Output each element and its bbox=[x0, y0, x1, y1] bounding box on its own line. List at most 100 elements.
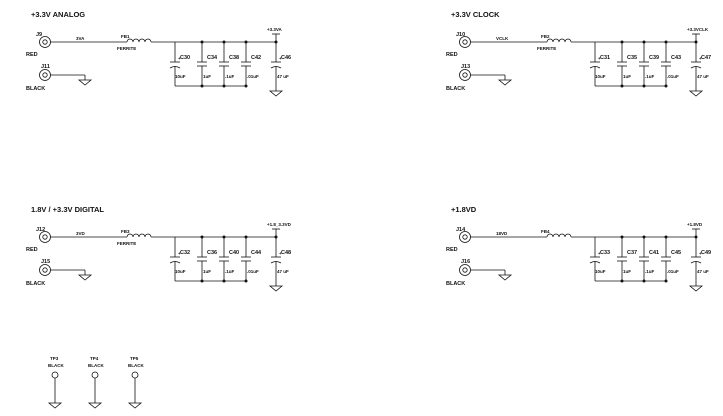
capacitor-value: .1uF bbox=[225, 269, 235, 274]
ground-icon bbox=[77, 75, 93, 86]
net-label: 3VD bbox=[76, 231, 86, 236]
jack-color: BLACK bbox=[446, 86, 465, 92]
junction-dot bbox=[222, 235, 226, 239]
banana-jack-icon bbox=[459, 36, 471, 48]
capacitor-ref: C31 bbox=[600, 55, 610, 61]
capacitor-icon bbox=[639, 42, 649, 86]
junction-dot bbox=[620, 84, 624, 88]
capacitor-C35: C35 1uF bbox=[617, 40, 637, 88]
jack-ref: J9 bbox=[36, 32, 42, 38]
junction-dot bbox=[200, 84, 204, 88]
ferrite-label: FERRITE bbox=[537, 46, 556, 51]
test-point-color: BLACK bbox=[128, 363, 144, 368]
ground-icon bbox=[268, 281, 284, 292]
capacitor-ref: C36 bbox=[207, 250, 217, 256]
ground-triangle bbox=[47, 402, 63, 409]
ferrite-ref: FB2 bbox=[541, 34, 550, 39]
junction-dot bbox=[200, 40, 204, 44]
jack-ref: J13 bbox=[461, 64, 470, 70]
capacitor-icon bbox=[219, 42, 229, 86]
capacitor-C45: C45.01uF bbox=[661, 235, 681, 283]
ground-triangle bbox=[268, 90, 284, 97]
ground-icon bbox=[688, 281, 704, 292]
banana-jack-icon bbox=[39, 231, 51, 243]
test-point-color: BLACK bbox=[48, 363, 64, 368]
ground-icon bbox=[497, 270, 513, 281]
polarized-capacitor-icon bbox=[270, 237, 282, 281]
polarized-capacitor-icon bbox=[690, 42, 702, 86]
cap-plate-curved bbox=[270, 261, 282, 264]
jack-inner-ring bbox=[42, 234, 48, 240]
capacitor-value: .1uF bbox=[645, 269, 655, 274]
capacitor-icon bbox=[241, 237, 251, 281]
capacitor-ref: C38 bbox=[229, 55, 239, 61]
junction-dot bbox=[642, 40, 646, 44]
jack-color: RED bbox=[446, 52, 458, 58]
junction-dot bbox=[620, 279, 624, 283]
capacitor-value: 1uF bbox=[623, 74, 631, 79]
polarity-plus: + bbox=[178, 56, 181, 61]
junction-dot bbox=[664, 40, 668, 44]
ground-triangle bbox=[688, 285, 704, 292]
polarized-capacitor-icon bbox=[270, 42, 282, 86]
ground-triangle bbox=[497, 274, 513, 281]
capacitor-ref: C49 bbox=[701, 250, 711, 256]
capacitor-ref: C43 bbox=[671, 55, 681, 61]
junction-dot bbox=[244, 84, 248, 88]
jack-outer-ring bbox=[459, 69, 471, 81]
banana-jack-icon bbox=[459, 69, 471, 81]
ferrite-label: FERRITE bbox=[117, 46, 136, 51]
capacitor-ref: C46 bbox=[281, 55, 291, 61]
jack-inner-ring bbox=[462, 72, 468, 78]
ground-triangle bbox=[268, 285, 284, 292]
ferrite-coil bbox=[126, 38, 152, 43]
rail-label: +3.3VA bbox=[267, 27, 283, 32]
ferrite-coil bbox=[126, 233, 152, 238]
capacitor-icon bbox=[617, 237, 627, 281]
ground-icon bbox=[77, 270, 93, 281]
junction-dot bbox=[620, 235, 624, 239]
junction-dot bbox=[642, 84, 646, 88]
capacitor-value: 47 uF bbox=[277, 269, 289, 274]
junction-dot bbox=[244, 40, 248, 44]
jack-outer-ring bbox=[39, 69, 51, 81]
cap-plate-curved bbox=[589, 261, 601, 264]
junction-dot bbox=[222, 84, 226, 88]
capacitor-ref: C35 bbox=[627, 55, 637, 61]
ferrite-coil bbox=[546, 38, 572, 43]
junction-dot bbox=[620, 40, 624, 44]
capacitor-C42: C42.01uF bbox=[241, 40, 261, 88]
jack-ref: J10 bbox=[456, 32, 465, 38]
cap-plate-curved bbox=[690, 66, 702, 69]
junction-dot bbox=[200, 235, 204, 239]
test-point-icon bbox=[131, 371, 139, 379]
ferrite-bead-icon bbox=[546, 233, 572, 238]
polarized-capacitor-icon bbox=[589, 237, 601, 281]
ground-icon bbox=[497, 75, 513, 86]
jack-outer-ring bbox=[459, 36, 471, 48]
banana-jack-icon bbox=[39, 36, 51, 48]
junction-dot bbox=[200, 279, 204, 283]
ferrite-coil bbox=[546, 233, 572, 238]
capacitor-value: .1uF bbox=[645, 74, 655, 79]
jack-ref: J14 bbox=[456, 227, 466, 233]
jack-inner-ring bbox=[462, 39, 468, 45]
capacitor-C40: C40.1uF bbox=[219, 235, 239, 283]
jack-outer-ring bbox=[459, 264, 471, 276]
ferrite-bead-icon bbox=[126, 233, 152, 238]
jack-outer-ring bbox=[459, 231, 471, 243]
test-point-ref: TP5 bbox=[130, 356, 139, 361]
capacitor-icon bbox=[661, 42, 671, 86]
jack-color: BLACK bbox=[26, 281, 45, 287]
polarity-plus: + bbox=[699, 251, 702, 256]
ground-icon bbox=[127, 398, 143, 409]
polarity-plus: + bbox=[279, 56, 282, 61]
